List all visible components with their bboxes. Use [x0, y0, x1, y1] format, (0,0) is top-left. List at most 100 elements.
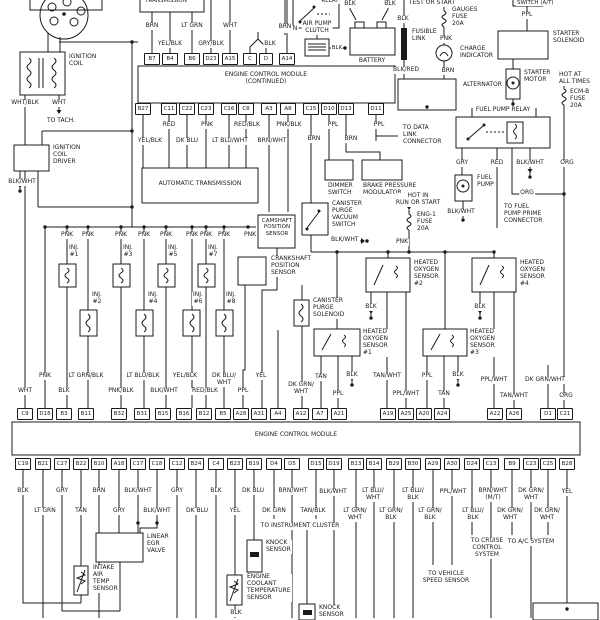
to-cruise-label: TO CRUISE CONTROL SYSTEM [469, 537, 505, 559]
transmission-label: TRANSMISSION [144, 0, 188, 5]
to-instrument-cluster-label: TO INSTRUMENT CLUSTER [259, 522, 341, 530]
pin-D23: D23 [203, 53, 219, 65]
injector-4-box [135, 309, 154, 337]
test-or-start-label: TEST OR START [407, 0, 457, 7]
wire-label: YEL [228, 507, 242, 515]
pin-A29: A29 [425, 458, 441, 470]
engine-coolant-temp-sensor-label: ENGINE COOLANT TEMPERATURE SENSOR [246, 573, 292, 602]
injector-7-box [197, 263, 216, 288]
pin-B7: B7 [144, 53, 160, 65]
wire-label: DK BLU [184, 507, 210, 515]
battery-terminal [354, 21, 365, 29]
injector-3-label: INJ. #3 [122, 244, 134, 259]
wire-label: YEL [254, 372, 268, 380]
heated-oxygen-sensor-2-label: HEATED OXYGEN SENSOR #2 [413, 259, 441, 288]
wire-label: DK BLU/ WHT [210, 372, 238, 387]
thermistor-icon [75, 569, 240, 602]
wire-label: WHT/BLK [10, 99, 40, 107]
pin-D13: D13 [338, 103, 354, 115]
ecm-label: ENGINE CONTROL MODULE [253, 431, 339, 439]
injector-3-box [112, 263, 131, 288]
injector-6-label: INJ. #6 [192, 291, 204, 306]
battery-label: BATTERY [357, 57, 387, 65]
wire-label: PPL [372, 121, 386, 129]
pin-B6: B6 [184, 53, 200, 65]
pin-C19: C19 [15, 458, 31, 470]
pin-A14: A14 [279, 53, 295, 65]
wire-label: BLK [209, 487, 223, 495]
bottom-right-box [532, 602, 599, 620]
starter-motor-icon [506, 76, 520, 90]
pin-C23: C23 [523, 458, 539, 470]
wire-label: LT BLU/ BLK [461, 507, 485, 522]
relay-coil-icon [513, 123, 517, 140]
crankshaft-position-sensor-box [237, 256, 267, 286]
heated-oxygen-sensor-3-box [422, 328, 468, 357]
pin-B13: B13 [348, 458, 364, 470]
heated-oxygen-sensor-4-label: HEATED OXYGEN SENSOR #4 [519, 259, 547, 288]
relay-dash-icon [317, 13, 504, 133]
pin-D4: D4 [266, 458, 282, 470]
wire-label: BLK [383, 0, 397, 8]
wire-label: BLK [330, 45, 344, 52]
wire-label: RED/BLK [233, 121, 261, 129]
wire-label: LT BLU/ BLK [401, 487, 425, 502]
injector-coil-icon [85, 313, 227, 333]
pin-B21: B21 [35, 458, 51, 470]
pin-A18: A18 [111, 458, 127, 470]
canister-purge-solenoid-box [293, 299, 310, 327]
wire-label: PPL/WHT [438, 488, 468, 496]
pin-B23: B23 [227, 458, 243, 470]
wire-label: BRN/WHT [277, 487, 309, 495]
wire-label: BLK [57, 387, 71, 395]
crankshaft-position-sensor-label: CRANKSHAFT POSITION SENSOR [270, 255, 313, 277]
pin-C16: C16 [221, 103, 237, 115]
pin-A21: A21 [331, 408, 347, 420]
pin-B31: B31 [134, 408, 150, 420]
wire-label: LT GRN/ BLK [417, 507, 443, 522]
wire-label: PNK [136, 231, 152, 239]
relay-coil-icon [506, 121, 524, 144]
wire-label: BRN [277, 23, 293, 31]
pin-A12: A12 [293, 408, 309, 420]
pin-C22: C22 [179, 103, 195, 115]
wire-label: LT GRN [33, 507, 57, 515]
pin-D5: D5 [284, 458, 300, 470]
wire-label: WHT [16, 387, 34, 395]
wire-label: RED [161, 121, 177, 129]
wire-label: BLK/WHT [7, 178, 37, 186]
wire-label: LT BLU/WHT [211, 137, 249, 145]
wire-label: BRN/WHT [256, 137, 288, 145]
injector-coil-icon [64, 267, 209, 284]
pin-D24: D24 [464, 458, 480, 470]
injector-4-label: INJ. #4 [147, 291, 159, 306]
wire-label: PPL/WHT [391, 390, 421, 398]
wire-label: YEL/BLK [136, 137, 164, 145]
starter-solenoid-label: STARTER SOLENOID [552, 30, 586, 45]
pin-B22: B22 [73, 458, 89, 470]
pin-B16: B16 [176, 408, 192, 420]
intake-air-temp-sensor-label: INTAKE AIR TEMP SENSOR [92, 564, 119, 593]
injector-6-box [182, 309, 201, 337]
pin-B5: B5 [215, 408, 231, 420]
wire-label: BLK/WHT [123, 487, 153, 495]
eng1-fuse-label: ENG-1 FUSE 20A [416, 211, 437, 233]
wire-label: BRN [144, 22, 160, 30]
dimmer-switch-box [324, 159, 354, 181]
wire-label: WHT [50, 99, 68, 107]
wire-label: PPL/WHT [479, 376, 509, 384]
wire-label: PNK/BLK [107, 387, 135, 395]
wire-label: BRN [343, 135, 359, 143]
o2-sensor-icon [342, 265, 504, 348]
solenoid-coil-icon [298, 303, 304, 323]
wire-label: BLK/WHT [142, 507, 172, 515]
knock-sensor-1-label: KNOCK SENSOR [265, 539, 292, 554]
injector-8-box [215, 309, 234, 337]
canister-purge-solenoid-label: CANISTER PURGE SOLENOID [312, 297, 346, 319]
switch-at-label: SWITCH (A/T) [516, 0, 555, 7]
injector-7-label: INJ. #7 [207, 244, 219, 259]
wire-label: PNK [438, 35, 454, 43]
heated-oxygen-sensor-2-box [365, 257, 411, 293]
charge-indicator-label: CHARGE INDICATOR [459, 45, 495, 60]
